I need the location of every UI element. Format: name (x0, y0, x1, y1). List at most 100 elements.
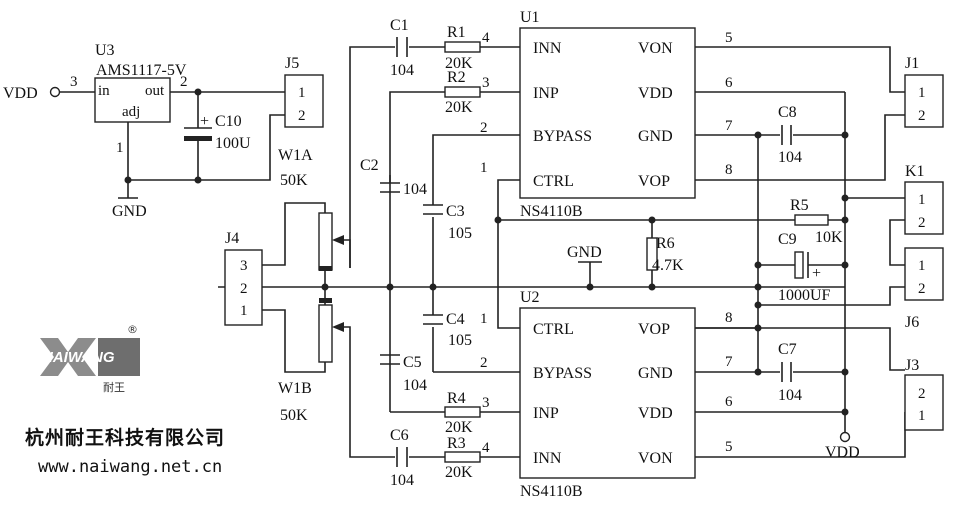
resistor-r5: R5 10K (790, 197, 843, 246)
capacitor-c2: C2 104 (360, 157, 427, 198)
svg-text:R6: R6 (656, 235, 675, 252)
svg-text:VON: VON (638, 40, 673, 57)
vdd-input-terminal: VDD (3, 85, 61, 102)
junctions (124, 88, 849, 416)
resistor-r1: R1 20K 4 (444, 24, 490, 72)
svg-text:VOP: VOP (638, 321, 670, 338)
svg-text:GND: GND (112, 203, 147, 220)
svg-text:INP: INP (533, 405, 559, 422)
svg-text:C5: C5 (403, 354, 422, 371)
svg-text:R1: R1 (447, 24, 466, 41)
svg-text:耐王: 耐王 (103, 381, 125, 394)
potentiometer-w1a: W1A 50K (278, 147, 344, 271)
svg-text:20K: 20K (445, 464, 473, 481)
svg-text:VOP: VOP (638, 173, 670, 190)
svg-text:2: 2 (298, 108, 306, 124)
potentiometer-w1b: W1B 50K (278, 298, 344, 424)
svg-text:C7: C7 (778, 341, 797, 358)
svg-text:1: 1 (298, 85, 306, 101)
svg-text:2: 2 (918, 215, 926, 231)
svg-text:2: 2 (918, 386, 926, 402)
svg-text:CTRL: CTRL (533, 321, 574, 338)
svg-text:AMS1117-5V: AMS1117-5V (96, 62, 187, 79)
ground-symbol-mid: GND (567, 244, 602, 263)
connector-j1: J1 1 2 (904, 55, 944, 128)
svg-text:105: 105 (448, 225, 472, 242)
svg-text:U2: U2 (520, 289, 540, 306)
svg-text:105: 105 (448, 332, 472, 349)
capacitor-c1: C1 104 (390, 17, 414, 79)
svg-text:C9: C9 (778, 231, 797, 248)
resistor-r4: R4 20K 3 (444, 390, 490, 436)
svg-text:GND: GND (567, 244, 602, 261)
svg-text:7: 7 (725, 354, 733, 370)
capacitor-c7: C7 104 (778, 341, 802, 404)
capacitor-c10: + C10 100U (184, 113, 251, 152)
ground-symbol-u3: GND (112, 197, 147, 220)
svg-text:W1B: W1B (278, 380, 312, 397)
svg-text:1: 1 (918, 85, 926, 101)
svg-text:BYPASS: BYPASS (533, 365, 592, 382)
resistor-r3: R3 20K 4 (444, 435, 490, 481)
svg-text:50K: 50K (280, 407, 308, 424)
svg-text:INN: INN (533, 40, 562, 57)
svg-text:VDD: VDD (3, 85, 38, 102)
svg-text:8: 8 (725, 310, 733, 326)
svg-text:CTRL: CTRL (533, 173, 574, 190)
svg-text:2: 2 (240, 281, 248, 297)
svg-text:2: 2 (480, 120, 488, 136)
svg-text:J1: J1 (905, 55, 919, 72)
svg-text:NAIWANG: NAIWANG (42, 349, 115, 366)
svg-text:1: 1 (918, 258, 926, 274)
svg-text:J6: J6 (905, 314, 919, 331)
svg-text:5: 5 (725, 30, 733, 46)
svg-text:4: 4 (482, 30, 490, 46)
svg-text:C10: C10 (215, 113, 242, 130)
svg-text:1: 1 (116, 140, 124, 156)
svg-text:20K: 20K (445, 55, 473, 72)
svg-text:50K: 50K (280, 172, 308, 189)
svg-text:out: out (145, 83, 165, 99)
svg-text:NS4110B: NS4110B (520, 203, 583, 220)
svg-text:®: ® (127, 323, 138, 336)
connector-j5: J5 1 2 (284, 55, 324, 128)
svg-text:1: 1 (480, 160, 488, 176)
svg-text:J4: J4 (225, 230, 239, 247)
ic-u1: U1 NS4110B INN INP BYPASS CTRL VON VDD G… (480, 9, 733, 220)
svg-text:R4: R4 (447, 390, 466, 407)
svg-text:adj: adj (122, 104, 140, 120)
capacitor-c9: + C9 1000UF (778, 231, 831, 304)
resistor-r6: R6 4.7K (646, 235, 684, 274)
company-website: www.naiwang.net.cn (38, 457, 222, 477)
capacitor-c3: C3 105 (423, 203, 472, 242)
svg-text:2: 2 (918, 108, 926, 124)
svg-text:4: 4 (482, 440, 490, 456)
svg-text:3: 3 (482, 75, 490, 91)
svg-text:100U: 100U (215, 135, 251, 152)
svg-text:6: 6 (725, 394, 733, 410)
connector-k1: K1 1 2 (904, 163, 944, 235)
svg-text:104: 104 (778, 387, 802, 404)
svg-text:104: 104 (390, 472, 414, 489)
svg-text:8: 8 (725, 162, 733, 178)
svg-text:1: 1 (240, 303, 248, 319)
svg-text:7: 7 (725, 118, 733, 134)
svg-text:1000UF: 1000UF (778, 287, 831, 304)
svg-text:BYPASS: BYPASS (533, 128, 592, 145)
svg-text:VDD: VDD (638, 85, 673, 102)
connector-j4: J4 3 2 1 (224, 230, 263, 326)
svg-text:VDD: VDD (825, 444, 860, 461)
svg-text:104: 104 (390, 62, 414, 79)
svg-text:104: 104 (403, 377, 427, 394)
svg-text:R3: R3 (447, 435, 466, 452)
svg-text:6: 6 (725, 75, 733, 91)
svg-text:C6: C6 (390, 427, 409, 444)
svg-text:C4: C4 (446, 311, 465, 328)
svg-text:R2: R2 (447, 69, 466, 86)
svg-text:K1: K1 (905, 163, 925, 180)
vdd-output-terminal: VDD (825, 431, 860, 461)
capacitor-c4: C4 105 (423, 311, 472, 349)
svg-text:U1: U1 (520, 9, 540, 26)
svg-text:+: + (812, 265, 821, 282)
